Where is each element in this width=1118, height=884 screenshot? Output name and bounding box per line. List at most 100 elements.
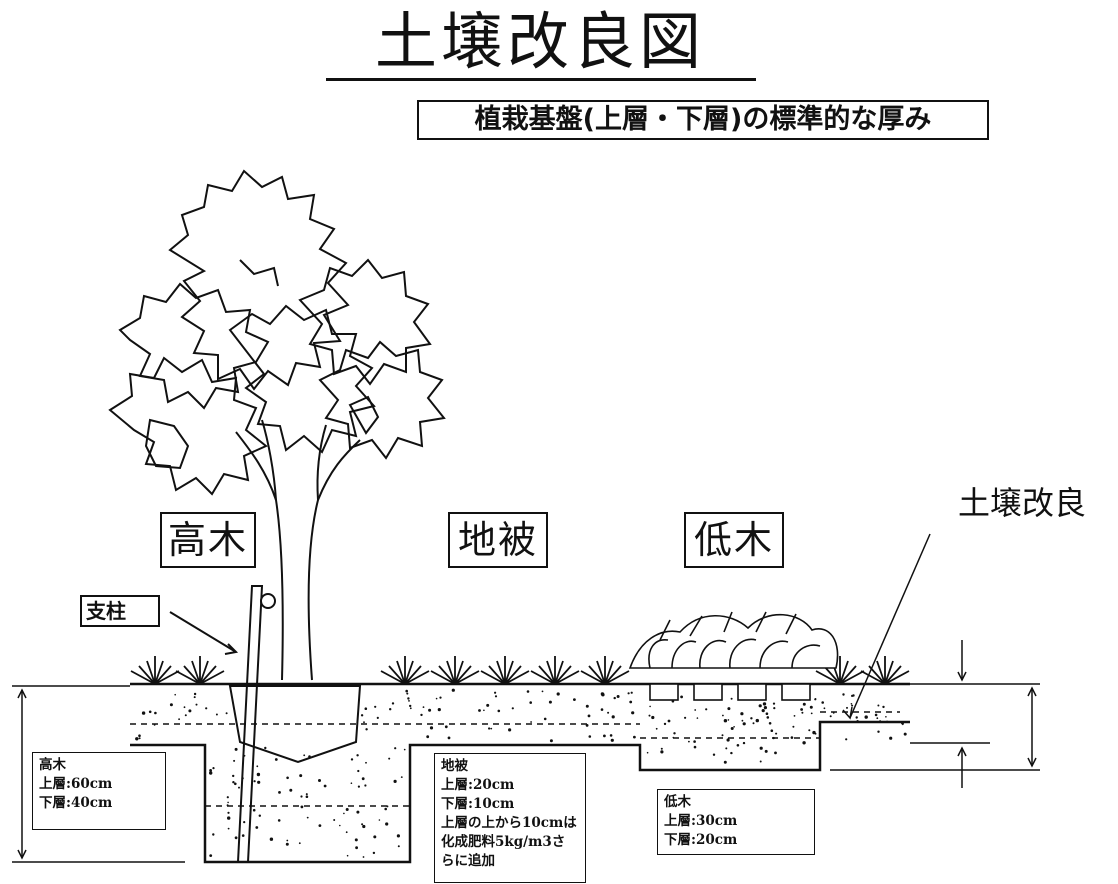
soil-speckle bbox=[846, 706, 848, 709]
note-upper-layer: 上層:60cm bbox=[39, 776, 113, 792]
soil-speckle bbox=[227, 827, 230, 830]
soil-speckle bbox=[851, 694, 854, 698]
soil-speckle bbox=[763, 706, 768, 710]
soil-speckle bbox=[688, 740, 690, 743]
soil-speckle bbox=[609, 734, 613, 737]
soil-speckle bbox=[372, 851, 376, 855]
soil-speckle bbox=[587, 714, 591, 718]
ground-cover-tuft bbox=[130, 656, 180, 685]
soil-speckle bbox=[386, 805, 389, 808]
ground-cover-tuft bbox=[860, 656, 910, 685]
soil-speckle bbox=[483, 709, 485, 712]
soil-speckle bbox=[885, 716, 887, 718]
soil-speckle bbox=[232, 774, 235, 778]
soil-speckle bbox=[234, 782, 237, 786]
soil-speckle bbox=[188, 709, 192, 713]
soil-speckle bbox=[696, 717, 699, 719]
soil-speckle bbox=[356, 810, 360, 814]
soil-speckle bbox=[556, 692, 560, 696]
soil-speckle bbox=[305, 793, 308, 796]
soil-speckle bbox=[141, 711, 146, 715]
soil-speckle bbox=[727, 719, 730, 721]
soil-speckle bbox=[435, 697, 438, 700]
soil-speckle bbox=[323, 784, 327, 788]
soil-speckle bbox=[486, 703, 490, 707]
soil-speckle bbox=[255, 826, 259, 829]
soil-speckle bbox=[879, 720, 881, 722]
soil-speckle bbox=[444, 725, 448, 729]
soil-speckle bbox=[345, 808, 349, 811]
soil-speckle bbox=[823, 707, 826, 710]
soil-speckle bbox=[801, 711, 804, 714]
soil-speckle bbox=[138, 737, 141, 740]
soil-speckle bbox=[306, 816, 309, 819]
soil-speckle bbox=[774, 751, 777, 755]
note-fertilizer-line1: 上層の上から10cmは bbox=[441, 815, 577, 831]
soil-speckle bbox=[299, 774, 303, 778]
note-ground-cover: 地被 上層:20cm 下層:10cm 上層の上から10cmは 化成肥料5kg/m… bbox=[434, 753, 586, 883]
soil-speckle bbox=[766, 716, 770, 719]
soil-speckle bbox=[227, 811, 230, 814]
soil-speckle bbox=[389, 708, 392, 711]
soil-speckle bbox=[397, 845, 400, 848]
soil-speckle bbox=[610, 738, 614, 742]
soil-speckle bbox=[742, 722, 746, 726]
soil-speckle bbox=[651, 715, 655, 720]
soil-speckle bbox=[660, 750, 664, 754]
soil-speckle bbox=[212, 833, 215, 836]
soil-speckle bbox=[832, 712, 835, 714]
note-heading: 高木 bbox=[39, 757, 66, 773]
soil-speckle bbox=[726, 738, 730, 742]
soil-speckle bbox=[193, 692, 197, 696]
soil-speckle bbox=[793, 715, 796, 717]
soil-speckle bbox=[573, 698, 576, 701]
soil-speckle bbox=[365, 728, 368, 731]
soil-speckle bbox=[494, 691, 497, 694]
soil-speckle bbox=[195, 703, 198, 706]
soil-speckle bbox=[193, 696, 196, 699]
soil-speckle bbox=[810, 712, 813, 715]
soil-speckle bbox=[773, 707, 776, 710]
soil-speckle bbox=[723, 760, 727, 764]
soil-speckle bbox=[357, 785, 360, 788]
soil-speckle bbox=[730, 751, 733, 755]
tall-tree-trunk bbox=[235, 419, 361, 681]
soil-speckle bbox=[874, 713, 878, 717]
soil-speckle bbox=[730, 697, 733, 700]
soil-speckle bbox=[241, 834, 245, 837]
subtitle-box: 植栽基盤(上層・下層)の標準的な厚み bbox=[417, 100, 989, 140]
soil-speckle bbox=[693, 740, 696, 743]
soil-speckle bbox=[725, 747, 728, 750]
soil-speckle bbox=[234, 747, 238, 751]
soil-speckle bbox=[761, 709, 765, 713]
soil-speckle bbox=[234, 836, 238, 840]
note-heading: 地被 bbox=[441, 758, 468, 774]
soil-speckle bbox=[752, 722, 755, 725]
soil-speckle bbox=[153, 724, 156, 726]
note-tall-tree: 高木 上層:60cm 下層:40cm bbox=[32, 752, 166, 830]
soil-speckle bbox=[394, 747, 397, 750]
soil-speckle bbox=[646, 751, 649, 754]
soil-speckle bbox=[373, 835, 377, 839]
soil-speckle bbox=[530, 721, 532, 723]
soil-speckle bbox=[420, 713, 423, 717]
soil-speckle bbox=[178, 718, 181, 721]
soil-speckle bbox=[360, 714, 364, 717]
soil-speckle bbox=[585, 704, 589, 708]
soil-speckle bbox=[903, 732, 907, 736]
soil-speckle bbox=[277, 819, 281, 822]
soil-speckle bbox=[253, 780, 256, 783]
soil-speckle bbox=[814, 698, 817, 701]
soil-speckle bbox=[225, 712, 228, 715]
soil-speckle bbox=[339, 824, 341, 827]
ground-cover-tuft bbox=[815, 656, 865, 685]
soil-speckle bbox=[673, 732, 676, 735]
soil-speckle bbox=[541, 690, 544, 693]
note-lower-layer: 下層:40cm bbox=[39, 795, 113, 811]
soil-speckle bbox=[616, 695, 620, 698]
soil-speckle bbox=[733, 726, 735, 728]
soil-speckle bbox=[855, 716, 858, 719]
soil-speckle bbox=[723, 719, 728, 723]
